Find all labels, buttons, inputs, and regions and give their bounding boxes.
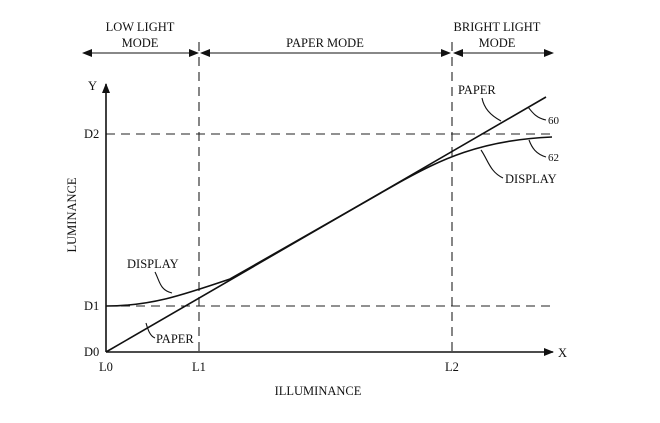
x-tick-l1: L1 — [192, 360, 206, 374]
paper-label-high: PAPER — [458, 83, 496, 97]
display-label-low: DISPLAY — [127, 257, 179, 271]
low-light-mode-label: LOW LIGHT — [106, 20, 175, 34]
display-label-high: DISPLAY — [505, 172, 557, 186]
bright-light-mode-label-2: MODE — [479, 36, 516, 50]
y-tick-d1: D1 — [84, 299, 99, 313]
ref-60-leader — [527, 106, 547, 121]
x-axis-label: X — [558, 346, 567, 360]
bright-light-mode-label: BRIGHT LIGHT — [454, 20, 541, 34]
display-low-leader — [154, 271, 173, 294]
y-axis-title: LUMINANCE — [65, 177, 79, 252]
x-tick-l2: L2 — [445, 360, 459, 374]
paper-high-leader — [481, 97, 502, 122]
ref-62: 62 — [548, 152, 559, 164]
paper-label-low: PAPER — [156, 332, 194, 346]
display-curve — [105, 136, 553, 307]
ref-60: 60 — [548, 115, 560, 127]
paper-mode-label: PAPER MODE — [286, 36, 364, 50]
paper-low-leader — [145, 322, 156, 339]
y-tick-d2: D2 — [84, 127, 99, 141]
display-high-leader — [480, 149, 504, 179]
low-light-mode-label-2: MODE — [122, 36, 159, 50]
y-axis-label: Y — [88, 79, 97, 93]
x-tick-l0: L0 — [99, 360, 113, 374]
x-axis-title: ILLUMINANCE — [275, 384, 362, 398]
ref-62-leader — [528, 139, 547, 158]
y-tick-d0: D0 — [84, 345, 99, 359]
